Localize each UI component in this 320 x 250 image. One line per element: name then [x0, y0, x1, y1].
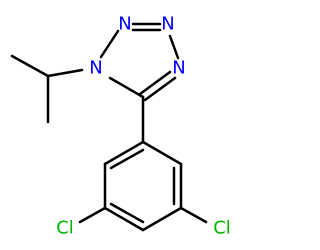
molecule-canvas: N N N N Cl Cl [10, 13, 231, 239]
atom-n-left: N [89, 58, 102, 79]
bond-cl-left [78, 206, 107, 224]
bond-ring-top-left [103, 140, 145, 166]
atom-labels: N N N N Cl Cl [56, 14, 231, 239]
bond-ring-bottom-right [141, 206, 183, 232]
structure-diagram: N N N N Cl Cl [10, 14, 231, 239]
bonds [10, 22, 208, 232]
bond-ring-bottom-left-double [109, 202, 145, 224]
bond-c5-n1 [108, 76, 145, 99]
bond-ring-top-left-double [109, 148, 145, 170]
atom-n-top-right: N [161, 14, 174, 35]
bond-n4-c5-b [138, 70, 172, 96]
bond-n3-n4 [168, 34, 180, 60]
bond-ring-top-right [141, 140, 183, 166]
bond-cl-right [179, 206, 208, 224]
atom-cl-left: Cl [56, 218, 74, 239]
bond-n1-n2 [99, 29, 120, 59]
bond-isopropyl-n [46, 68, 84, 78]
atom-cl-right: Cl [213, 218, 231, 239]
bond-n4-c5-a [143, 76, 177, 102]
bond-methyl-top [10, 54, 50, 78]
atom-n-right: N [172, 58, 185, 79]
bond-ring-bottom-left [103, 206, 145, 232]
atom-n-top-left: N [118, 14, 131, 35]
